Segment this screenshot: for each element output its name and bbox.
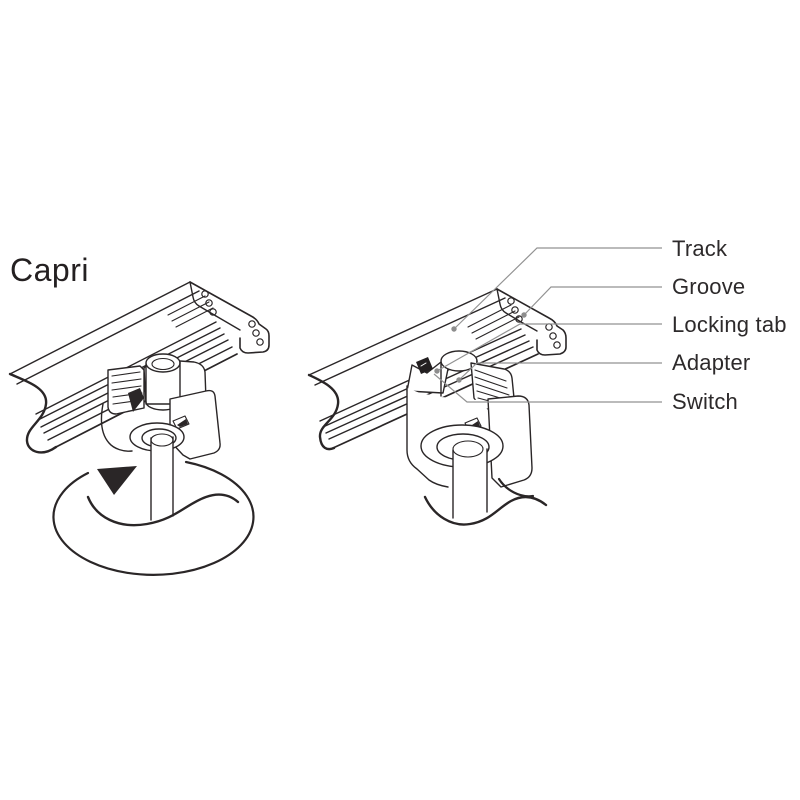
page-title: Capri — [10, 252, 89, 288]
label-switch: Switch — [672, 389, 738, 414]
groove-callout-dot — [521, 312, 527, 318]
adapter-insert — [86, 353, 240, 527]
groove-leader-line — [521, 286, 662, 318]
adapter-locked — [406, 350, 548, 526]
adapter-leader-line — [456, 362, 662, 383]
stem-break-line — [423, 495, 548, 526]
contact-fins — [111, 371, 143, 405]
track-callout-dot — [451, 326, 457, 332]
switch-lever — [128, 388, 144, 412]
track-leader-line — [451, 247, 662, 332]
figure-insert-step — [8, 281, 270, 576]
adapter-callout-dot — [456, 377, 462, 383]
track-cross-section — [189, 281, 270, 354]
label-track: Track — [672, 236, 728, 261]
label-adapter: Adapter — [672, 350, 751, 375]
rotation-arrow-icon — [52, 460, 255, 576]
stem-break-line — [86, 493, 240, 527]
adapter-stem — [150, 436, 174, 521]
switch-leader-line — [433, 373, 662, 403]
track-cross-section — [496, 288, 567, 356]
track-break-line — [307, 373, 340, 451]
switch-knob — [416, 357, 433, 374]
label-locking-tab: Locking tab — [672, 312, 787, 337]
track-break-line — [8, 372, 58, 454]
locking-tab-leader-line — [434, 323, 662, 374]
figure-locked-step — [307, 288, 567, 526]
adapter-plate — [487, 395, 533, 488]
adapter-stem — [452, 448, 488, 519]
locking-tab-callout-dot — [434, 368, 440, 374]
label-groove: Groove — [672, 274, 746, 299]
